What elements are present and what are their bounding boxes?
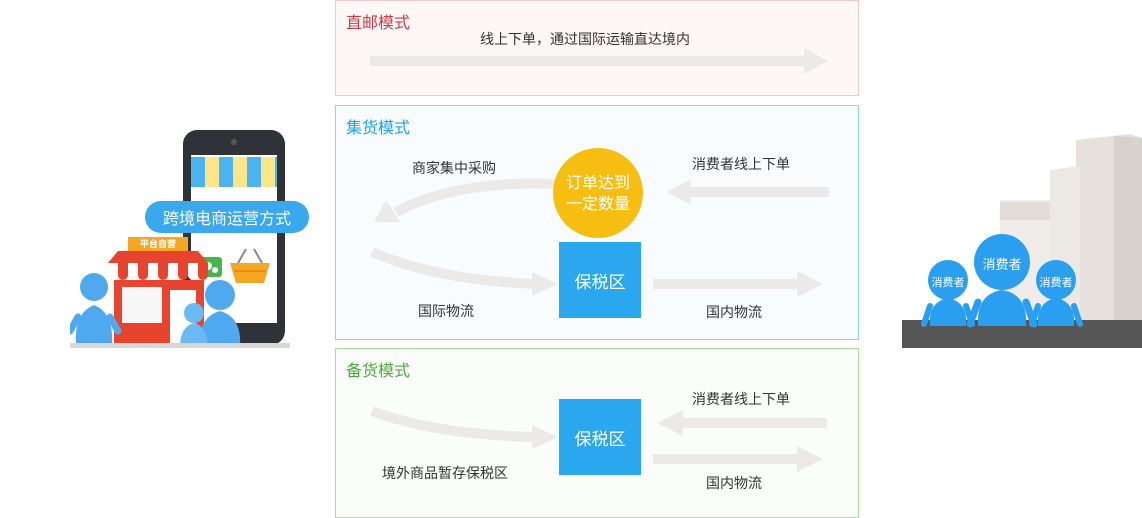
order-threshold-line1: 订单达到 xyxy=(565,173,630,192)
operation-modes-bubble: 跨境电商运营方式 xyxy=(145,201,310,233)
person-icon xyxy=(199,280,241,347)
consumer-order-arrow xyxy=(667,179,829,205)
merchant-curved-arrow xyxy=(374,178,557,222)
intl-logistics-label: 国际物流 xyxy=(418,304,474,320)
overseas-curved-arrow xyxy=(370,406,558,449)
store-sign: 平台自营 xyxy=(139,240,176,250)
consolidation-title: 集货模式 xyxy=(346,118,411,137)
domestic-logistics-label: 国内物流 xyxy=(706,476,762,492)
order-threshold-circle: 订单达到 一定数量 xyxy=(553,148,643,238)
consumers-city-illustration xyxy=(902,134,1142,348)
stocking-title: 备货模式 xyxy=(346,361,411,380)
consumer-label-center: 消费者 xyxy=(982,258,1022,273)
stocking-panel: 备货模式 消费者线上下单 保税区 境外商品暂存保税区 国内物流 xyxy=(335,348,859,518)
consumer-order-label: 消费者线上下单 xyxy=(692,157,790,173)
domestic-arrow xyxy=(653,446,823,472)
bonded-zone-box: 保税区 xyxy=(559,399,641,475)
consolidation-panel: 集货模式 商家集中采购 消费者线上下单 订单达到 一定数量 保税区 国际物流 国… xyxy=(335,105,859,340)
left-scene xyxy=(66,125,330,350)
domestic-logistics-label: 国内物流 xyxy=(706,305,762,321)
direct-mail-desc: 线上下单，通过国际运输直达境内 xyxy=(480,32,690,48)
bonded-zone-box: 保税区 xyxy=(559,242,641,318)
consumer-order-arrow xyxy=(657,410,827,436)
right-scene xyxy=(900,130,1142,350)
direct-arrow xyxy=(370,48,828,74)
domestic-arrow xyxy=(653,271,823,297)
person-icon xyxy=(1029,260,1083,327)
person-icon xyxy=(921,260,975,327)
overseas-storage-label: 境外商品暂存保税区 xyxy=(382,466,508,482)
phone-store-illustration xyxy=(66,130,290,348)
consumer-label-right: 消费者 xyxy=(1039,276,1073,289)
person-icon xyxy=(180,303,208,347)
shopping-basket-icon xyxy=(230,248,270,283)
consumer-label-left: 消费者 xyxy=(931,276,965,289)
direct-mail-title: 直邮模式 xyxy=(346,13,411,32)
merchant-purchase-label: 商家集中采购 xyxy=(412,161,496,177)
person-icon xyxy=(66,273,122,345)
person-icon xyxy=(966,234,1038,328)
direct-mail-panel: 直邮模式 线上下单，通过国际运输直达境内 xyxy=(335,0,859,96)
intl-curved-arrow xyxy=(369,247,558,296)
consumer-order-label: 消费者线上下单 xyxy=(692,392,790,408)
order-threshold-line2: 一定数量 xyxy=(565,194,630,213)
